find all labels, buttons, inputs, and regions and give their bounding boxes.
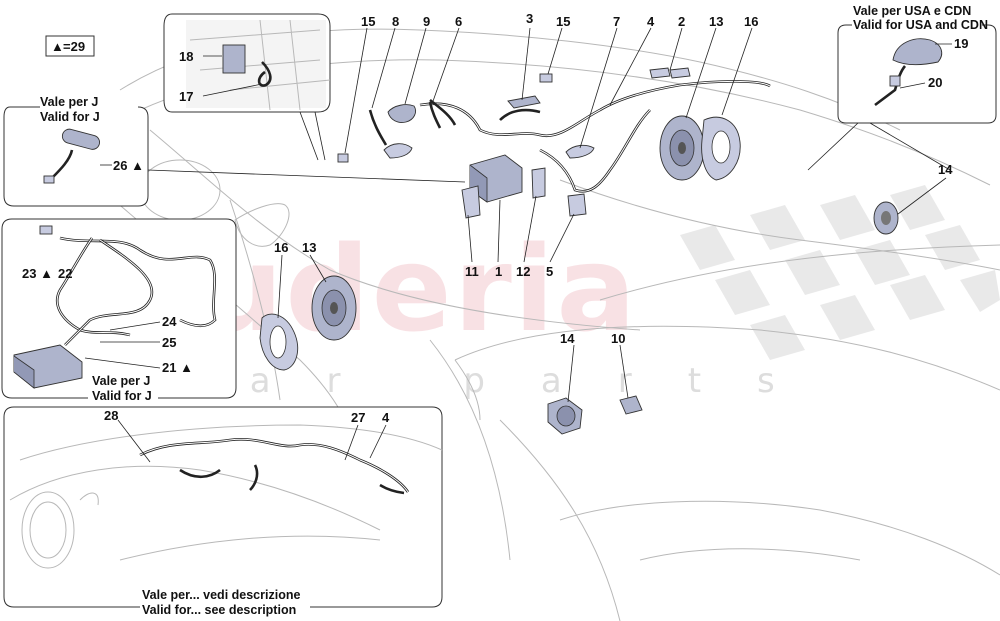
callout-9: 9	[423, 14, 430, 29]
callout-26: 26 ▲	[113, 158, 144, 173]
cover-8-part	[383, 143, 413, 159]
callout-21: 21 ▲	[162, 360, 193, 375]
main-parts	[259, 67, 899, 435]
module-10-part	[619, 395, 643, 415]
callout-20: 20	[928, 75, 942, 90]
callout-12: 12	[516, 264, 530, 279]
callout-15b: 15	[556, 14, 570, 29]
checkered-flag	[680, 185, 1000, 360]
callout-10: 10	[611, 331, 625, 346]
leader-lines	[277, 27, 947, 403]
module-3-part	[507, 95, 541, 109]
callout-2: 2	[678, 14, 685, 29]
usa-caption-1: Vale per USA e CDN	[853, 4, 971, 18]
callout-1: 1	[495, 264, 502, 279]
inset-antenna-module	[163, 13, 331, 161]
callout-25: 25	[162, 335, 176, 350]
inset-usa-antenna: Vale per USA e CDN Valid for USA and CDN	[807, 4, 997, 171]
callout-4b: 4	[382, 410, 390, 425]
desc-caption-2: Valid for... see description	[142, 603, 296, 617]
callout-24: 24	[162, 314, 177, 329]
callout-13a: 13	[709, 14, 723, 29]
bracket-12-part	[531, 167, 546, 199]
callout-17: 17	[179, 89, 193, 104]
callout-15a: 15	[361, 14, 375, 29]
antenna-26-part	[61, 128, 101, 150]
callout-11: 11	[465, 264, 479, 279]
j-top-caption-2: Valid for J	[40, 110, 100, 124]
desc-caption-1: Vale per... vedi descrizione	[142, 588, 300, 602]
callout-numbers: 15 8 9 6 3 15 7 4 2 13 16 19 20 18 17 26…	[22, 11, 968, 425]
callout-18: 18	[179, 49, 193, 64]
callout-7: 7	[613, 14, 620, 29]
callout-6: 6	[455, 14, 462, 29]
legend-symbol: ▲	[51, 39, 64, 54]
callout-14a: 14	[938, 162, 953, 177]
connector-22-part	[39, 225, 53, 235]
j-top-caption-1: Vale per J	[40, 95, 98, 109]
inset-j-antenna: Vale per J Valid for J	[3, 94, 466, 207]
callout-13b: 13	[302, 240, 316, 255]
cover-7-part	[565, 144, 595, 159]
module-18-part	[222, 44, 246, 74]
callout-4a: 4	[647, 14, 655, 29]
callout-27: 27	[351, 410, 365, 425]
bracket-2-part	[649, 67, 691, 79]
legend-text: =29	[63, 39, 85, 54]
watermark-sub: car parts	[175, 361, 831, 401]
legend-box: ▲ =29	[45, 35, 95, 57]
tweeter-9-part	[387, 104, 417, 123]
callout-14b: 14	[560, 331, 575, 346]
grommet-15b-part	[539, 73, 553, 83]
inset-j-harness: Vale per J Valid for J	[1, 218, 237, 403]
usa-caption-2: Valid for USA and CDN	[853, 18, 988, 32]
car-body-outline	[89, 28, 1000, 621]
bracket-11-part	[461, 185, 481, 219]
j-mid-caption-2: Valid for J	[92, 389, 152, 403]
callout-19: 19	[954, 36, 968, 51]
grommet-15a-part	[337, 153, 349, 163]
connector-5-part	[567, 193, 587, 217]
callout-5: 5	[546, 264, 553, 279]
antenna-19-part	[892, 38, 943, 66]
callout-28: 28	[104, 408, 118, 423]
j-mid-caption-1: Vale per J	[92, 374, 150, 388]
callout-3: 3	[526, 11, 533, 26]
callout-23: 23 ▲	[22, 266, 53, 281]
callout-22: 22	[58, 266, 72, 281]
callout-16b: 16	[274, 240, 288, 255]
callout-16a: 16	[744, 14, 758, 29]
inset-roof-harness: Vale per... vedi descrizione Valid for..…	[3, 406, 443, 617]
callout-8: 8	[392, 14, 399, 29]
